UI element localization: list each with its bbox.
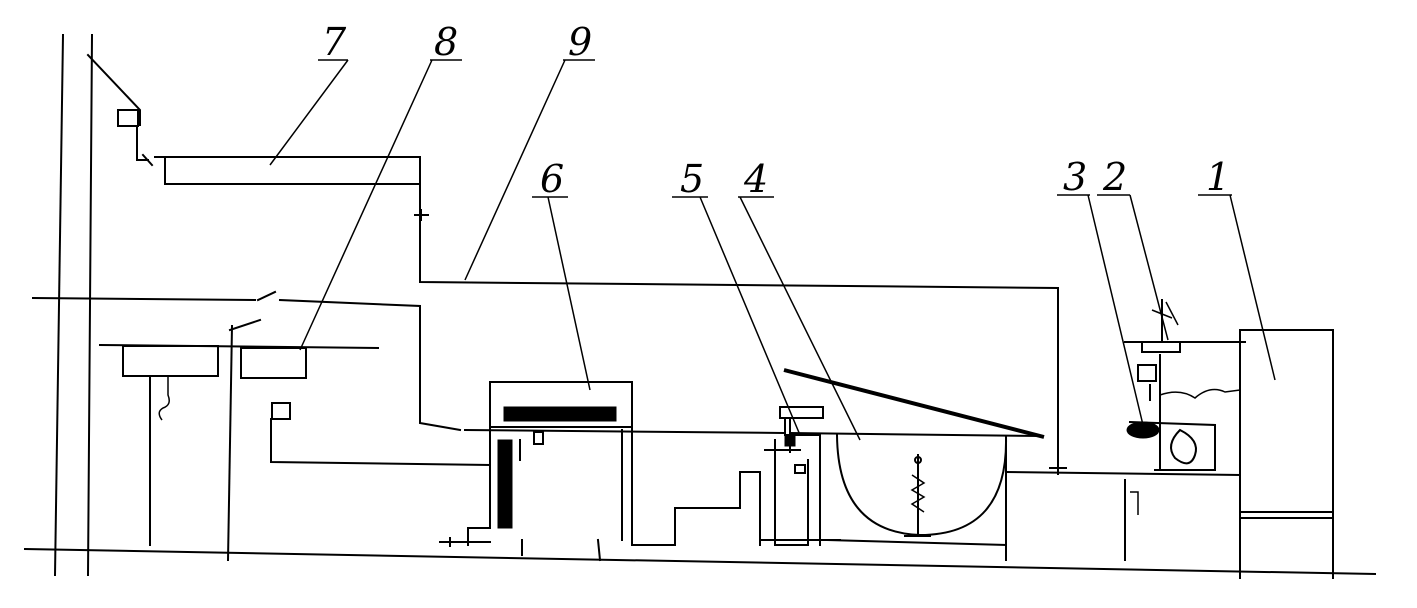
label-9: 9: [568, 20, 592, 64]
top-left-bracket: [86, 53, 154, 167]
component-4-collector: [783, 368, 1045, 561]
component-8-shelf: [98, 343, 492, 546]
label-6: 6: [540, 157, 564, 201]
label-7: 7: [322, 20, 347, 64]
ground-line: [23, 547, 1377, 576]
main-pipe: [463, 428, 785, 435]
right-pipe: [1004, 461, 1242, 561]
left-wall: [53, 33, 94, 577]
label-8: 8: [434, 20, 458, 64]
label-1: 1: [1206, 155, 1230, 199]
stepped-base: [631, 471, 761, 546]
component-1-cabinet: [1239, 329, 1334, 579]
number-labels: 7 8 9 6 5 4 3 2 1: [322, 20, 1230, 201]
label-3: 3: [1063, 155, 1087, 199]
label-4: 4: [743, 157, 768, 201]
mid-pipe: [31, 290, 462, 562]
leader-lines: [269, 59, 1276, 441]
component-5-valve: [759, 406, 841, 546]
label-5: 5: [680, 157, 704, 201]
component-2-3-boiler: [1124, 299, 1246, 471]
label-2: 2: [1102, 155, 1127, 199]
component-6-tank: [439, 381, 633, 562]
component-7-upper-duct: [154, 156, 1059, 469]
